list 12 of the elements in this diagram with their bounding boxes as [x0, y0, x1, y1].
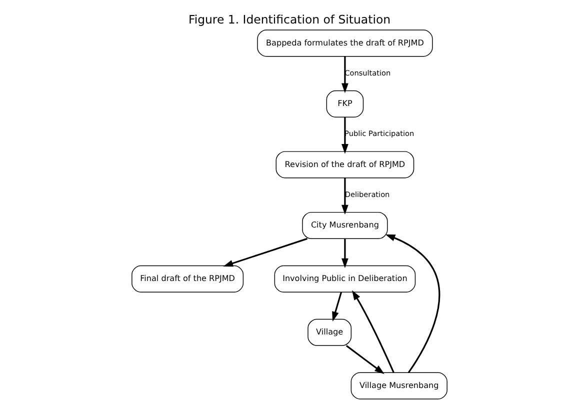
edge-label: Deliberation [344, 190, 390, 199]
arrow [342, 238, 348, 268]
arrow [342, 117, 348, 154]
arrow [342, 178, 348, 215]
diagram-title: Figure 1. Identification of Situation [188, 12, 391, 26]
arrow [352, 290, 394, 373]
arrow [223, 238, 308, 267]
arrow [346, 345, 384, 374]
arrow [332, 292, 342, 322]
arrow [342, 56, 348, 94]
arrow [385, 234, 440, 374]
edge-label: Consultation [344, 68, 391, 78]
